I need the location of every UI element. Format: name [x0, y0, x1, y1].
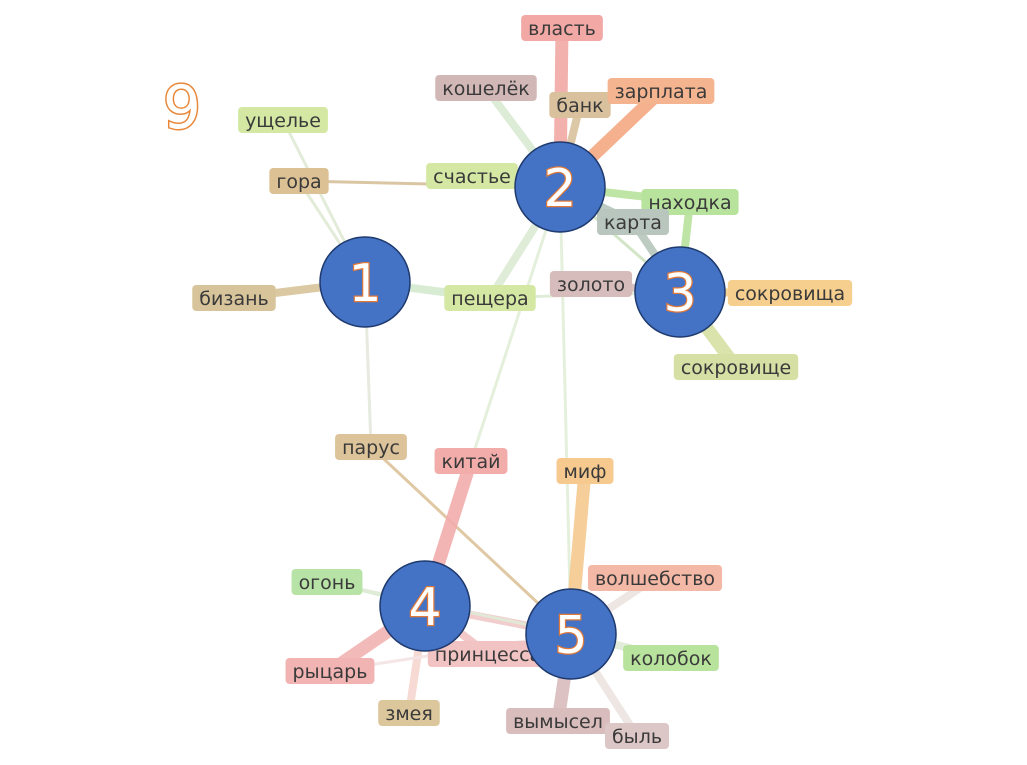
word-text: змея: [385, 703, 433, 725]
word-label-bg: [378, 700, 440, 726]
hub-node-2: 2: [514, 141, 606, 233]
hub-circle: [634, 246, 726, 338]
word-text: миф: [564, 461, 607, 483]
word-label-sokrovischa: сокровища: [727, 280, 853, 306]
word-label-bg: [604, 723, 670, 749]
word-label-nakhodka: находка: [641, 189, 739, 215]
hub-node-4: 4: [379, 560, 471, 652]
word-label-princessa: принцесса: [427, 641, 549, 667]
word-text: зарплата: [615, 81, 708, 103]
word-label-bg: [549, 92, 611, 118]
word-label-bg: [435, 75, 537, 101]
word-label-ogon: огонь: [291, 569, 363, 595]
word-label-zarplata: зарплата: [607, 78, 715, 104]
word-label-zoloto: золото: [549, 271, 633, 297]
word-label-bg: [727, 280, 853, 306]
word-label-gora: гора: [269, 168, 329, 194]
word-label-bg: [444, 285, 536, 311]
word-text: пещера: [451, 288, 528, 310]
word-text: гора: [276, 171, 321, 193]
word-label-vymysel: вымысел: [506, 708, 610, 734]
hub-circle: [379, 560, 471, 652]
word-label-zmeya: змея: [378, 700, 440, 726]
word-text: огонь: [299, 572, 356, 594]
word-label-vlast: власть: [521, 15, 603, 41]
word-text: находка: [648, 192, 731, 214]
word-text: банк: [556, 95, 603, 117]
word-label-bg: [238, 107, 328, 133]
word-label-bg: [521, 15, 603, 41]
hub-number: 4: [408, 578, 441, 638]
word-label-schastye: счастье: [426, 163, 518, 189]
word-text: парус: [342, 437, 400, 459]
word-text: власть: [528, 18, 596, 40]
word-label-bg: [673, 354, 799, 380]
word-label-bg: [269, 168, 329, 194]
word-text: золото: [557, 274, 625, 296]
word-text: вымысел: [513, 711, 603, 733]
word-text: кошелёк: [442, 78, 530, 100]
word-text: сокровища: [735, 283, 845, 305]
word-text: счастье: [433, 166, 511, 188]
word-label-bg: [426, 163, 518, 189]
word-label-bg: [587, 565, 723, 591]
word-text: бизань: [199, 288, 268, 310]
hub-node-1: 1: [319, 236, 411, 328]
edges-layer: [233, 27, 791, 739]
hub-number: 1: [348, 254, 381, 314]
word-text: рыцарь: [293, 661, 368, 683]
word-label-bg: [641, 189, 739, 215]
word-label-bg: [597, 209, 669, 235]
word-label-bank: банк: [549, 92, 611, 118]
word-label-bizan: бизань: [192, 285, 276, 311]
word-text: колобок: [630, 648, 712, 670]
word-label-kitay: китай: [434, 448, 508, 474]
word-label-bg: [556, 458, 614, 484]
edge-h2-h5: [558, 186, 573, 635]
word-label-ryzar: рыцарь: [285, 658, 375, 684]
word-label-bg: [434, 448, 508, 474]
word-text: волшебство: [595, 568, 715, 590]
word-text: быль: [612, 726, 662, 748]
slide-number: 9: [163, 73, 201, 143]
word-text: принцесса: [435, 644, 541, 666]
hub-number: 2: [543, 159, 576, 219]
word-text: ущелье: [245, 110, 321, 132]
word-label-mif: миф: [556, 458, 614, 484]
word-text: китай: [442, 451, 501, 473]
word-label-bg: [192, 285, 276, 311]
word-label-byl: быль: [604, 723, 670, 749]
hub-circle: [319, 236, 411, 328]
word-label-sokrovische: сокровище: [673, 354, 799, 380]
word-label-uschelye: ущелье: [238, 107, 328, 133]
word-label-bg: [607, 78, 715, 104]
hub-node-3: 3: [634, 246, 726, 338]
hub-circle: [525, 588, 617, 680]
hub-node-5: 5: [525, 588, 617, 680]
word-label-bg: [506, 708, 610, 734]
hubs-layer: 1 2 3 4 5: [319, 141, 726, 680]
word-label-bg: [549, 271, 633, 297]
word-label-koshelek: кошелёк: [435, 75, 537, 101]
word-text: сокровище: [681, 357, 791, 379]
word-label-parus: парус: [335, 434, 407, 460]
word-label-peschera: пещера: [444, 285, 536, 311]
hub-circle: [514, 141, 606, 233]
word-label-kolobok: колобок: [623, 645, 719, 671]
word-label-bg: [291, 569, 363, 595]
hub-number: 5: [554, 606, 587, 666]
word-label-bg: [335, 434, 407, 460]
word-label-volshebstvo: волшебство: [587, 565, 723, 591]
word-label-karta: карта: [597, 209, 669, 235]
edge-h2-kitay: [469, 186, 562, 462]
hub-number: 3: [663, 264, 696, 324]
word-label-bg: [427, 641, 549, 667]
word-label-bg: [285, 658, 375, 684]
word-label-bg: [623, 645, 719, 671]
word-text: карта: [604, 212, 662, 234]
words-layer: власть кошелёк банк зарплата ущелье гора счаст…: [192, 15, 853, 749]
